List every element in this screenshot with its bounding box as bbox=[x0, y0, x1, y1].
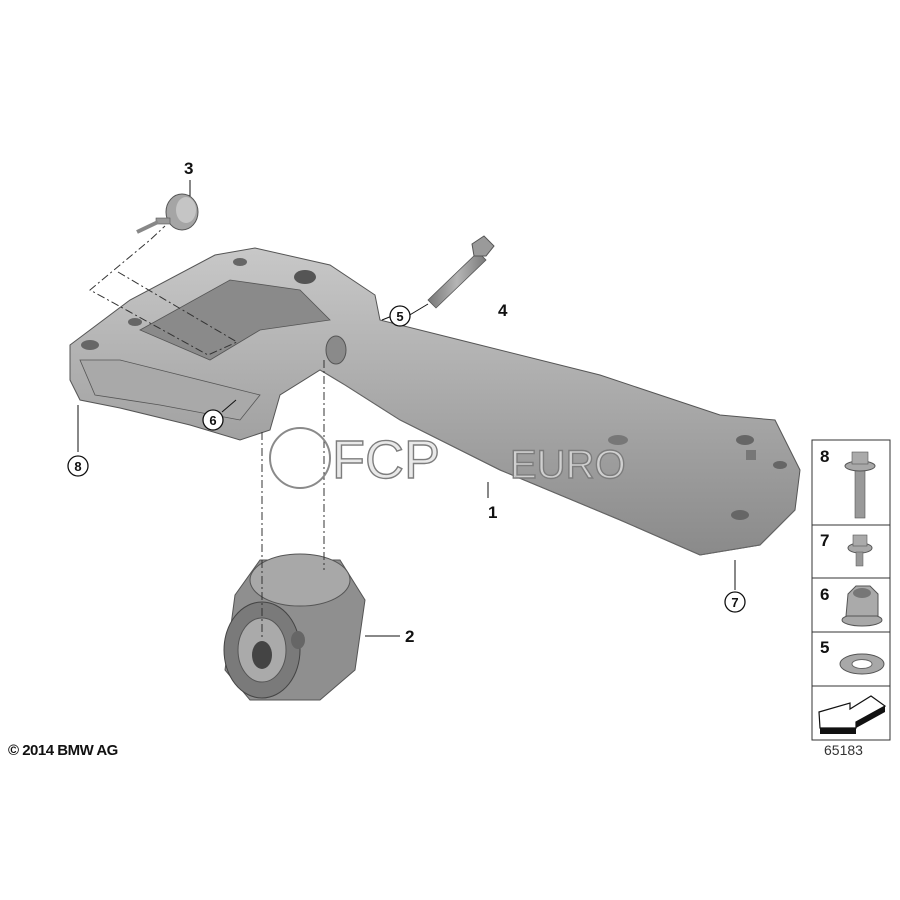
mount-stud-part-3 bbox=[136, 193, 199, 234]
callout-5: 5 bbox=[389, 305, 411, 327]
callout-3: 3 bbox=[184, 159, 193, 178]
svg-text:8: 8 bbox=[820, 447, 829, 466]
svg-text:5: 5 bbox=[396, 309, 403, 324]
direction-arrow-icon bbox=[818, 695, 887, 734]
callout-2: 2 bbox=[405, 627, 414, 646]
leader-lines bbox=[77, 180, 736, 637]
watermark: FCP EURO bbox=[269, 427, 626, 491]
callout-6: 6 bbox=[202, 409, 224, 431]
svg-text:7: 7 bbox=[820, 531, 829, 550]
callout-4: 4 bbox=[498, 301, 508, 320]
callout-1: 1 bbox=[488, 503, 497, 522]
svg-text:8: 8 bbox=[74, 459, 81, 474]
legend-item-8: 8 bbox=[820, 447, 876, 519]
bolt-part-4 bbox=[427, 235, 495, 309]
diagram-number: 65183 bbox=[824, 742, 863, 758]
legend-item-7: 7 bbox=[820, 531, 873, 567]
watermark-brand: FCP bbox=[332, 430, 440, 490]
svg-text:5: 5 bbox=[820, 638, 829, 657]
watermark-suffix: EURO bbox=[510, 443, 626, 487]
svg-text:6: 6 bbox=[820, 585, 829, 604]
callout-7: 7 bbox=[724, 591, 746, 613]
svg-text:6: 6 bbox=[209, 413, 216, 428]
callout-8: 8 bbox=[67, 455, 89, 477]
legend-item-6: 6 bbox=[820, 585, 883, 627]
legend-item-5: 5 bbox=[820, 638, 885, 675]
hardware-legend: 8 7 6 5 bbox=[811, 439, 891, 741]
transmission-crossmember bbox=[69, 247, 801, 556]
copyright-notice: © 2014 BMW AG bbox=[8, 742, 118, 759]
svg-text:7: 7 bbox=[731, 595, 738, 610]
rubber-mount-part-2 bbox=[223, 553, 366, 701]
